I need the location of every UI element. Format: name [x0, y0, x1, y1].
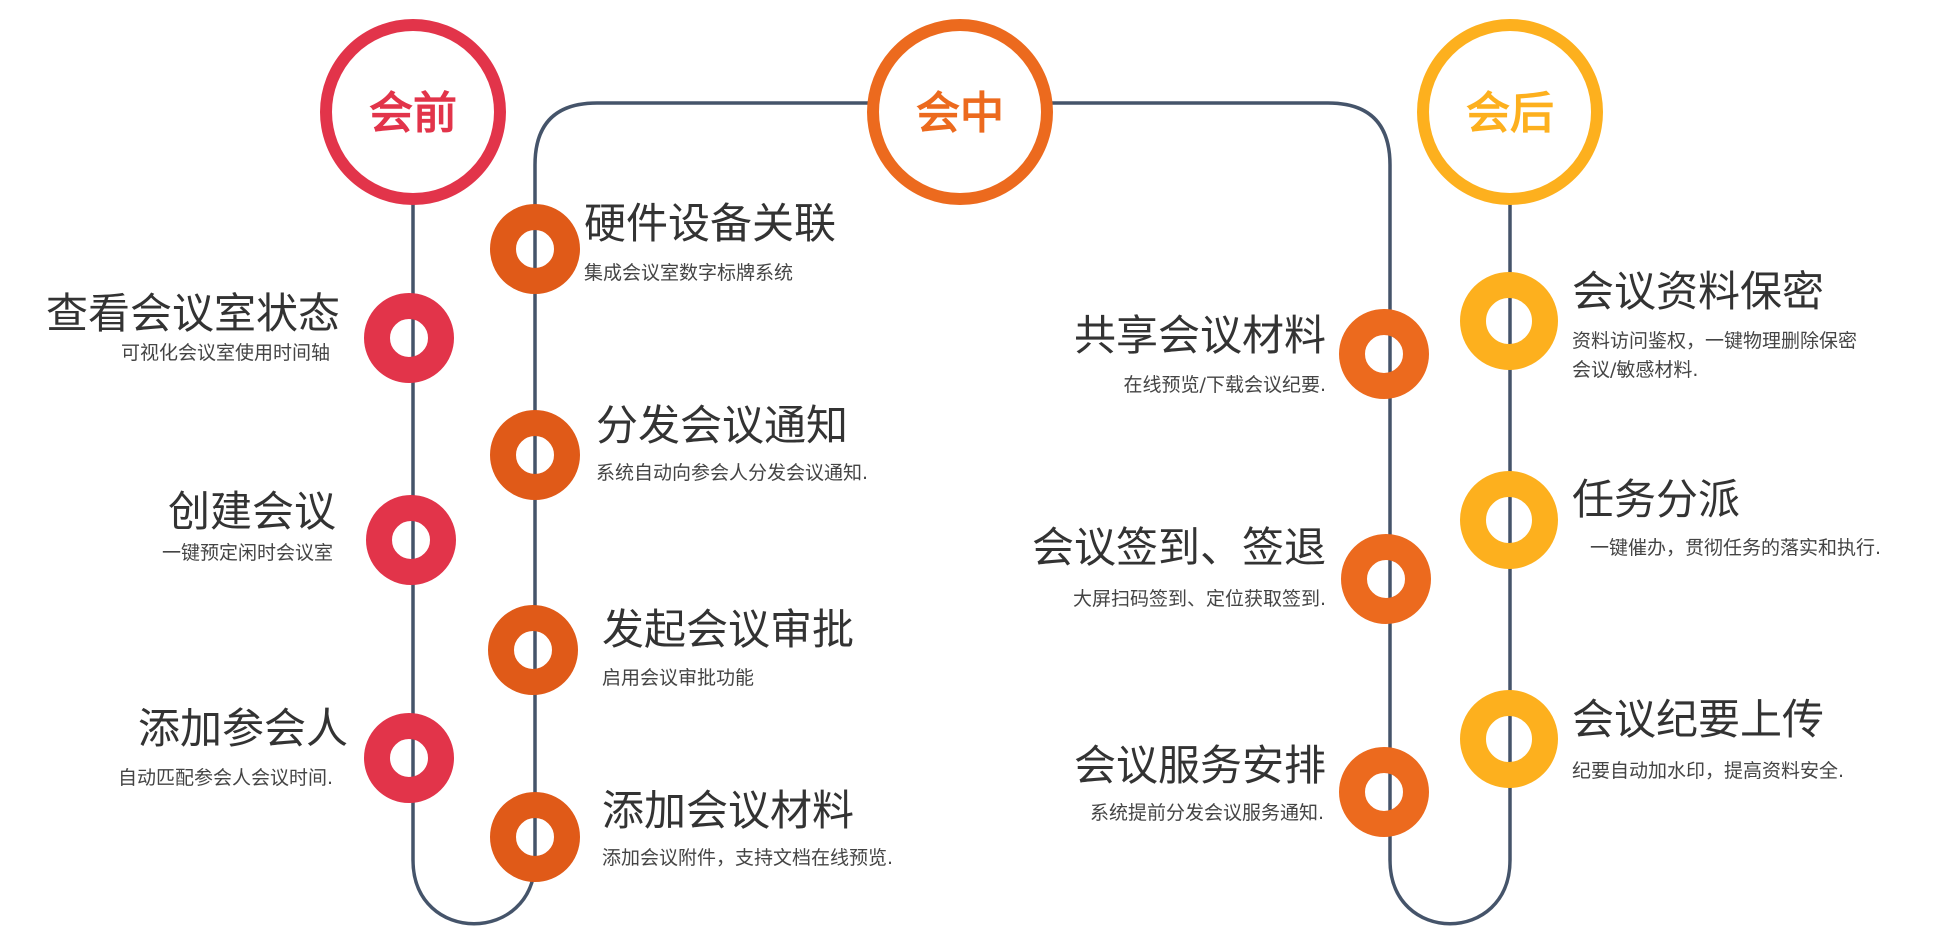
node-after-2: [1460, 471, 1558, 569]
after-item-2-title: 任务分派: [1572, 475, 1741, 524]
node-after-1: [1460, 272, 1558, 370]
node-during-right-2: [1341, 534, 1431, 624]
during-after-u-curve: [1388, 859, 1512, 926]
after-item-2-desc: 一键催办，贯彻任务的落实和执行.: [1590, 537, 1882, 559]
before-item-1-desc: 可视化会议室使用时间轴: [120, 342, 330, 364]
during-right-nodes: [1339, 309, 1431, 837]
after-item-3-desc: 纪要自动加水印，提高资料安全.: [1572, 760, 1845, 782]
node-during-left-4: [490, 792, 580, 882]
node-before-1: [364, 293, 454, 383]
during-left-nodes: [488, 204, 580, 882]
node-after-3: [1460, 690, 1558, 788]
before-during-u-curve: [411, 859, 537, 926]
after-item-1-desc-line1: 资料访问鉴权，一键物理删除保密: [1572, 330, 1858, 352]
node-during-right-1: [1339, 309, 1429, 399]
during-right-item-1-desc: 在线预览/下载会议纪要.: [1123, 374, 1326, 396]
before-item-2-title: 创建会议: [167, 487, 336, 536]
stage-after: 会后: [1417, 19, 1603, 205]
before-item-3-desc: 自动匹配参会人会议时间.: [117, 767, 333, 789]
node-during-left-1: [490, 204, 580, 294]
during-left-item-1-title: 硬件设备关联: [584, 199, 837, 248]
stage-after-label: 会后: [1466, 88, 1554, 139]
before-nodes: [364, 293, 456, 803]
after-nodes: [1460, 272, 1558, 788]
during-right-item-1-title: 共享会议材料: [1073, 311, 1326, 360]
node-during-right-3: [1339, 747, 1429, 837]
stage-during: 会中: [867, 19, 1053, 205]
during-right-line: [1050, 101, 1392, 860]
after-item-1-desc-line2: 会议/敏感材料.: [1572, 359, 1699, 381]
during-right-item-3-title: 会议服务安排: [1073, 741, 1326, 790]
node-during-left-2: [490, 410, 580, 500]
during-right-item-2-title: 会议签到、签退: [1031, 523, 1326, 572]
node-before-2: [366, 495, 456, 585]
before-item-1-title: 查看会议室状态: [45, 289, 340, 338]
stage-before: 会前: [320, 19, 506, 205]
after-item-1-title: 会议资料保密: [1572, 267, 1825, 316]
during-right-item-2-desc: 大屏扫码签到、定位获取签到.: [1072, 588, 1326, 610]
stage-during-label: 会中: [916, 88, 1004, 139]
during-left-item-3-title: 发起会议审批: [602, 605, 855, 654]
node-before-3: [364, 713, 454, 803]
stage-before-label: 会前: [369, 88, 457, 139]
before-item-3-title: 添加参会人: [137, 704, 348, 753]
during-left-item-4-title: 添加会议材料: [602, 786, 855, 835]
before-item-2-desc: 一键预定闲时会议室: [161, 542, 333, 564]
after-item-3-title: 会议纪要上传: [1572, 695, 1825, 744]
timeline-lines: [411, 101, 1512, 926]
node-during-left-3: [488, 605, 578, 695]
during-left-item-2-desc: 系统自动向参会人分发会议通知.: [596, 462, 869, 484]
during-left-item-3-desc: 启用会议审批功能: [602, 667, 755, 689]
during-right-item-3-desc: 系统提前分发会议服务通知.: [1089, 802, 1324, 824]
during-left-item-2-title: 分发会议通知: [596, 401, 849, 450]
during-left-item-1-desc: 集成会议室数字标牌系统: [584, 262, 794, 284]
during-left-item-4-desc: 添加会议附件，支持文档在线预览.: [602, 847, 894, 869]
during-left-line: [533, 101, 875, 860]
